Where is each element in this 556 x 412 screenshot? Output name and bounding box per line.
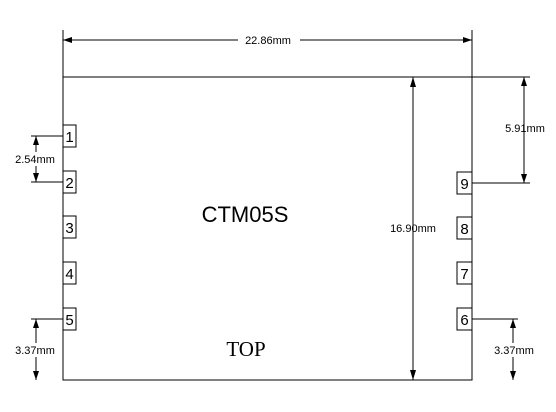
pin9-arrow-top <box>521 77 527 86</box>
pin-5-pad <box>62 307 77 331</box>
height-arrow-top <box>410 77 416 87</box>
pitch-arrow-top <box>33 136 39 145</box>
pin-2-label: 2 <box>65 175 73 192</box>
pin-7-label: 7 <box>460 266 468 283</box>
width-arrow-left <box>63 37 72 43</box>
pin-3-label: 3 <box>65 220 73 237</box>
pin9-arrow-bottom <box>521 174 527 183</box>
bottom-right-label: 3.37mm <box>494 345 534 357</box>
width-label: 22.86mm <box>245 35 291 47</box>
pitch-label: 2.54mm <box>15 154 55 166</box>
pitch-label-bg <box>8 152 62 166</box>
pin-7-pad <box>456 261 473 285</box>
pin-5-label: 5 <box>65 312 73 329</box>
bl-arrow-top <box>33 319 39 328</box>
pin-1-pad <box>62 124 77 148</box>
pin-2-pad <box>62 170 77 194</box>
height-arrow-bottom <box>410 370 416 380</box>
pin-6-label: 6 <box>460 312 468 329</box>
pin-4-pad <box>62 261 77 285</box>
pin9-offset-label: 5.91mm <box>505 123 545 135</box>
pin-9-label: 9 <box>460 176 468 193</box>
pin-8-pad <box>456 216 473 240</box>
width-label-bg <box>238 32 300 46</box>
module-name: CTM05S <box>202 202 289 227</box>
bl-label-bg <box>8 343 62 357</box>
width-arrow-right <box>463 37 472 43</box>
pin-9-pad <box>456 171 473 195</box>
pitch-arrow-bottom <box>33 173 39 182</box>
pin-6-pad <box>456 307 473 331</box>
side-label: TOP <box>226 337 265 361</box>
pin-4-label: 4 <box>65 266 73 283</box>
pin-8-label: 8 <box>460 221 468 238</box>
bottom-left-label: 3.37mm <box>15 345 55 357</box>
br-label-bg <box>486 343 542 357</box>
height-label: 16.90mm <box>390 223 436 235</box>
pin-1-label: 1 <box>65 129 73 146</box>
pin-3-pad <box>62 215 77 239</box>
br-arrow-bottom <box>510 371 516 380</box>
bl-arrow-bottom <box>33 371 39 380</box>
br-arrow-top <box>510 319 516 328</box>
